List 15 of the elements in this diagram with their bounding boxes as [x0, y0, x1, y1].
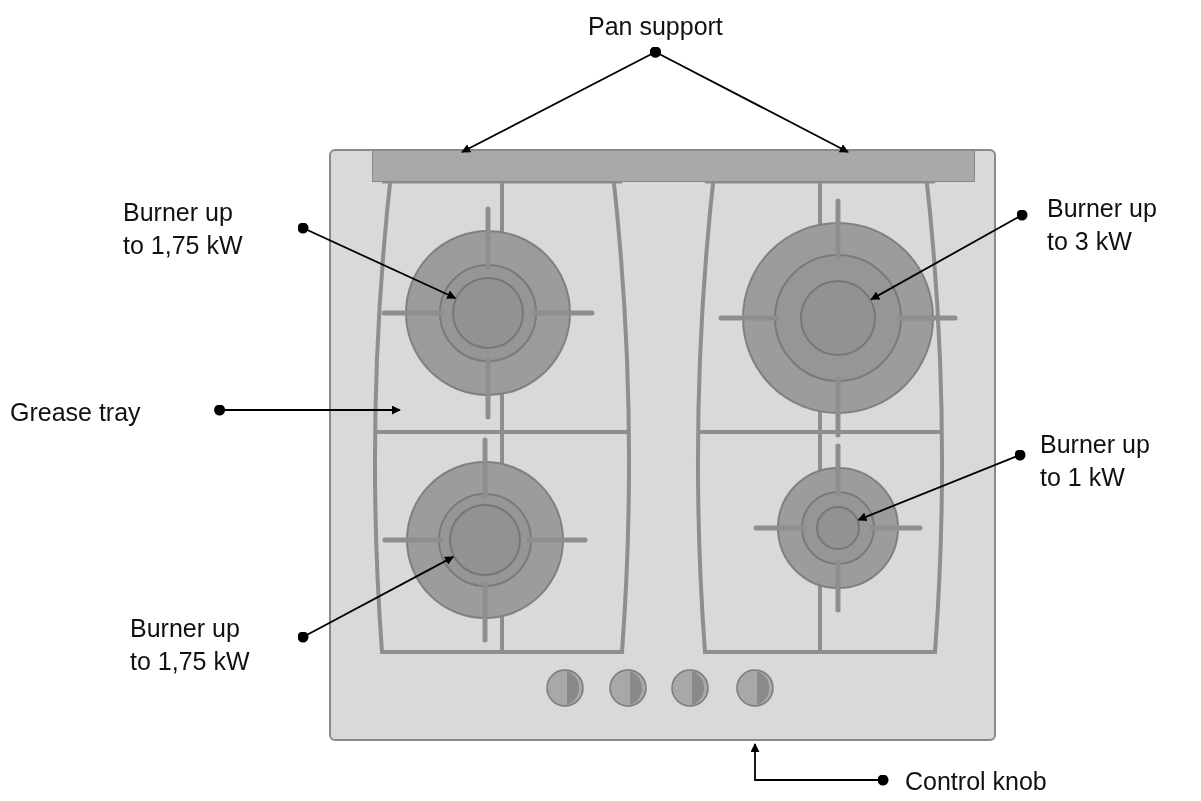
leader-line	[297, 556, 455, 643]
part-label: Grease tray	[10, 396, 141, 429]
part-label: Burner up to 1,75 kW	[130, 612, 265, 677]
leader-line	[649, 46, 849, 153]
part-label: Pan support	[588, 10, 723, 43]
part-label: Burner up to 1,75 kW	[123, 196, 258, 261]
leader-line	[857, 449, 1026, 521]
leader-line	[870, 209, 1028, 301]
part-label: Control knob	[905, 765, 1047, 798]
part-label: Burner up to 3 kW	[1047, 192, 1182, 257]
leader-line	[750, 743, 889, 786]
pan-support-rail	[372, 150, 975, 182]
part-label: Burner up to 1 kW	[1040, 428, 1175, 493]
leader-line	[214, 404, 401, 416]
leader-line	[297, 222, 457, 299]
